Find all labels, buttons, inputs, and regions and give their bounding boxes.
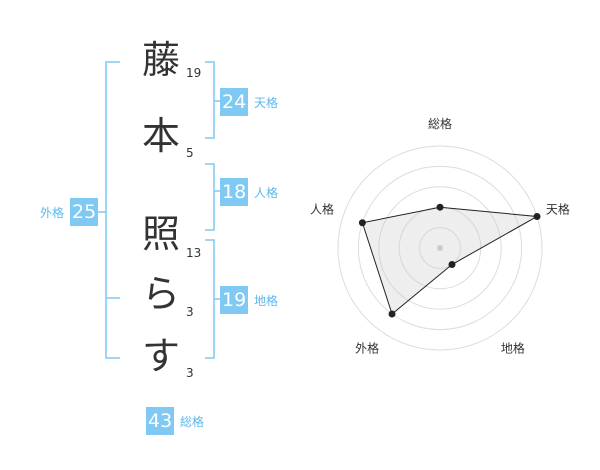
radar-axis-label-5: 人格 xyxy=(310,202,334,217)
soukaku-label: 総格 xyxy=(180,415,205,429)
radar-axis-label-3: 地格 xyxy=(501,340,525,355)
name-char-2: 本 xyxy=(141,114,180,158)
radar-point-4 xyxy=(388,310,396,318)
radar-point-2 xyxy=(533,212,541,220)
stroke-count-5: 3 xyxy=(186,366,194,380)
name-char-1: 藤 xyxy=(141,38,180,82)
jinkaku-value: 18 xyxy=(220,178,249,206)
gaikaku-bracket xyxy=(105,61,120,359)
stroke-count-1: 19 xyxy=(186,66,202,80)
chikaku-value: 19 xyxy=(220,286,249,314)
tenkaku-bracket xyxy=(205,61,215,139)
radar-points xyxy=(358,203,541,318)
radar-point-3 xyxy=(448,261,456,269)
radar-point-5 xyxy=(358,219,366,227)
radar-ring-1 xyxy=(419,227,461,269)
name-char-3: 照 xyxy=(141,212,180,256)
radar-axis-label-2: 天格 xyxy=(546,202,570,217)
radar-point-1 xyxy=(436,203,444,211)
tenkaku-label: 天格 xyxy=(254,96,279,110)
name-char-4: ら xyxy=(141,272,180,316)
chikaku-label: 地格 xyxy=(254,294,279,308)
radar-axis-label-1: 総格 xyxy=(428,116,452,131)
gaikaku-label: 外格 xyxy=(40,206,65,220)
stroke-count-2: 5 xyxy=(186,146,194,160)
gaikaku-value: 25 xyxy=(70,198,99,226)
stroke-count-3: 13 xyxy=(186,246,202,260)
name-char-5: す xyxy=(141,334,180,378)
radar-ring-3 xyxy=(378,186,502,310)
radar-axis-label-4: 外格 xyxy=(355,340,379,355)
tenkaku-value: 24 xyxy=(220,88,249,116)
jinkaku-bracket xyxy=(205,163,215,231)
radar-area xyxy=(361,206,539,315)
stroke-count-4: 3 xyxy=(186,305,194,319)
radar-center-dot xyxy=(437,245,443,251)
soukaku-value: 43 xyxy=(146,407,175,435)
radar-ring-4 xyxy=(357,165,523,331)
jinkaku-label: 人格 xyxy=(254,186,279,200)
